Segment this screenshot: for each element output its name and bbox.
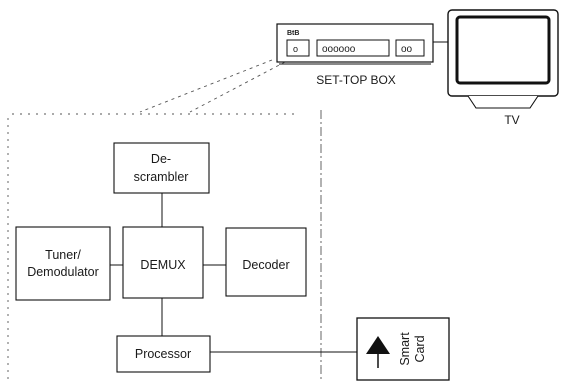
block-descrambler: De- scrambler [113, 142, 210, 194]
block-processor: Processor [116, 335, 211, 373]
tuner-label-line1: Tuner/ [45, 248, 81, 262]
processor-label: Processor [135, 347, 191, 361]
block-tuner-demodulator: Tuner/ Demodulator [15, 226, 111, 301]
smart-card-chip-icon [366, 336, 390, 354]
smart-card-label-line2: Card [413, 335, 427, 362]
demux-box [122, 226, 204, 299]
block-smart-card: Smart Card [356, 317, 450, 381]
set-top-box-display-label: oooooo [322, 44, 356, 55]
tv-stand [467, 95, 539, 109]
block-demux: DEMUX [122, 226, 204, 299]
zoom-line-left [139, 59, 273, 113]
set-top-box-buttons [395, 39, 425, 57]
dotted-guides [7, 59, 322, 380]
descrambler-label-line2: scrambler [134, 170, 189, 184]
descrambler-box [113, 142, 210, 194]
tuner-label-line2: Demodulator [27, 265, 99, 279]
demux-label: DEMUX [140, 258, 186, 272]
set-top-box-buttons-label: oo [401, 44, 413, 55]
block-connectors [110, 193, 357, 353]
tv-device: TV [447, 9, 559, 127]
set-top-box-slot-label: o [293, 44, 298, 54]
set-top-box-label: SET-TOP BOX [316, 73, 396, 87]
decoder-box [225, 227, 307, 297]
set-top-box-device: BtB o oooooo oo SET-TOP BOX [276, 23, 434, 87]
tv-label: TV [504, 113, 519, 127]
descrambler-label-line1: De- [151, 152, 171, 166]
smart-card-label-line1: Smart [398, 332, 412, 366]
set-top-box-display [316, 39, 390, 57]
tuner-box [15, 226, 111, 301]
decoder-label: Decoder [242, 258, 289, 272]
tv-screen [455, 15, 551, 85]
set-top-box-slot [286, 39, 310, 57]
processor-box [116, 335, 211, 373]
block-decoder: Decoder [225, 227, 307, 297]
set-top-box-brand: BtB [287, 30, 299, 37]
